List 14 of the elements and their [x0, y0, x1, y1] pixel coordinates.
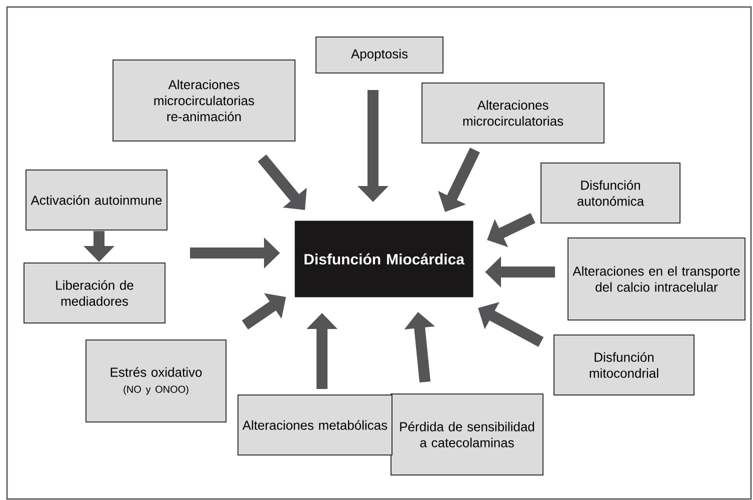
cause-box: Apoptosis	[316, 36, 444, 74]
center-box: Disfunción Miocárdica	[294, 220, 474, 298]
cause-box: Disfunción autonómica	[540, 162, 680, 224]
block-arrow	[242, 293, 286, 330]
cause-box: Alteraciones metabólicas	[238, 394, 392, 456]
cause-box: Estrés oxidativo (NO y ONOO)	[86, 340, 226, 422]
cause-box: Alteraciones microcirculatorias re-animación	[112, 60, 296, 142]
cause-box: Activación autoinmune	[26, 170, 168, 230]
cause-box: Alteraciones microcirculatorias	[422, 82, 604, 144]
block-arrow	[258, 154, 307, 210]
cause-box: Liberación de mediadores	[24, 262, 166, 324]
cause-box: Disfunción mitocondrial	[554, 334, 694, 396]
cause-box: Pérdida de sensibilidad a catecolaminas	[390, 393, 544, 476]
cause-box: Alteraciones en el transporte del calcio intracelular	[568, 238, 746, 320]
